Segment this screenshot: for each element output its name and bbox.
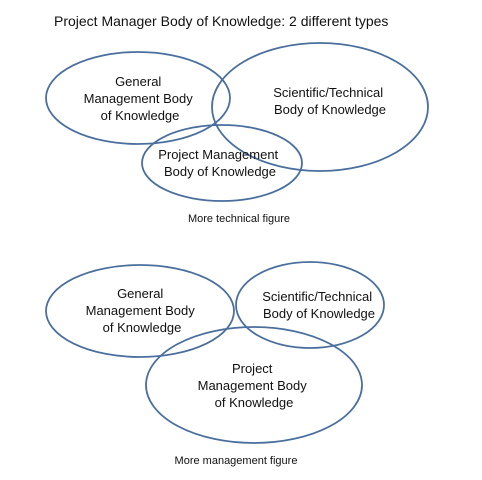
figure-management: General Management Body of Knowledge Sci… <box>45 261 385 467</box>
scientific-technical-label: Scientific/Technical Body of Knowledge <box>273 85 386 117</box>
project-management-ellipse <box>145 326 363 444</box>
figure-technical: General Management Body of Knowledge Sci… <box>45 42 429 225</box>
scientific-technical-ellipse <box>235 261 385 349</box>
general-management-ellipse <box>45 264 235 358</box>
general-management-label: General Management Body of Knowledge <box>86 286 199 335</box>
scientific-technical-ellipse <box>211 42 429 172</box>
project-management-label: Project Management Body of Knowledge <box>198 361 311 410</box>
page-title: Project Manager Body of Knowledge: 2 dif… <box>54 13 388 29</box>
general-management-label: General Management Body of Knowledge <box>84 74 197 123</box>
scientific-technical-label: Scientific/Technical Body of Knowledge <box>262 289 375 321</box>
figure-caption-management: More management figure <box>175 455 298 467</box>
project-management-ellipse <box>141 124 303 202</box>
general-management-ellipse <box>45 51 231 145</box>
figure-caption-technical: More technical figure <box>188 213 290 225</box>
project-management-label: Project Management Body of Knowledge <box>158 147 282 179</box>
